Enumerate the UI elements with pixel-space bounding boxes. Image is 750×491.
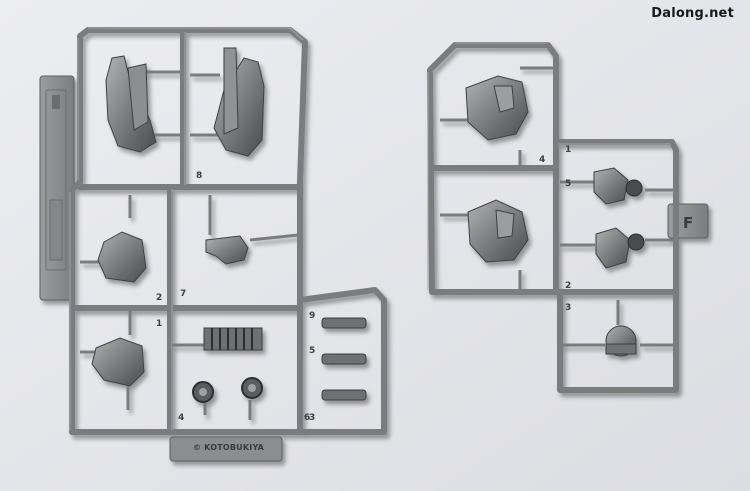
watermark: Dalong.net: [651, 6, 734, 21]
joint-part: [625, 179, 643, 197]
left-runner-tag-emboss: [45, 89, 67, 271]
sprue-part: [593, 167, 629, 205]
sprue-part: [205, 235, 249, 265]
gate-number: 4: [178, 413, 184, 423]
peg-part: [321, 389, 367, 401]
gate-number: 5: [309, 346, 315, 356]
runner-tag-letter: F: [683, 214, 693, 232]
sprue-part: [493, 85, 515, 113]
left-runner-outer-frame: [69, 27, 387, 435]
gate-number: 3: [309, 413, 315, 423]
gate-number: 3: [565, 303, 571, 313]
gate-number: 4: [539, 155, 545, 165]
left-runner: [39, 27, 387, 462]
joint-part: [248, 384, 256, 392]
gate-number: 7: [180, 289, 186, 299]
gate: [80, 195, 299, 264]
right-runner: [427, 42, 709, 393]
sprue-part: [595, 227, 631, 269]
sprue-part: [127, 63, 149, 131]
left-runner-tag-kanji: [49, 199, 63, 261]
joint-part: [627, 233, 645, 251]
right-runner-outer-frame: [427, 42, 679, 393]
gate-number: 6: [304, 413, 310, 423]
gate-number: 1: [565, 145, 571, 155]
peg-part: [321, 353, 367, 365]
gate: [440, 66, 554, 168]
joint-part: [199, 388, 207, 396]
gate: [440, 213, 522, 292]
sprue-part: [97, 231, 147, 283]
copyright-tab: [169, 436, 283, 462]
gate: [80, 308, 252, 420]
gate-number: 2: [156, 293, 162, 303]
gate-number: 2: [565, 281, 571, 291]
fin-part: [203, 327, 263, 351]
left-runner-highlight: [69, 27, 304, 430]
copyright-mark: © KOTOBUKIYA: [193, 443, 265, 452]
gate-number: 9: [309, 311, 315, 321]
peg-part: [321, 317, 367, 329]
gate: [560, 180, 676, 247]
sprue-part: [91, 337, 145, 387]
right-runner-highlight: [427, 42, 670, 290]
left-runner-tag-plate: [39, 75, 75, 301]
gate-number: 8: [196, 171, 202, 181]
sprue-part: [605, 343, 637, 355]
gate: [560, 300, 676, 347]
sprue-part: [495, 209, 515, 239]
sprue-part: [223, 47, 239, 135]
gate: [130, 70, 220, 137]
gate-number: 5: [565, 179, 571, 189]
gate-number: 1: [156, 319, 162, 329]
left-runner-tag-mark: [52, 95, 60, 109]
